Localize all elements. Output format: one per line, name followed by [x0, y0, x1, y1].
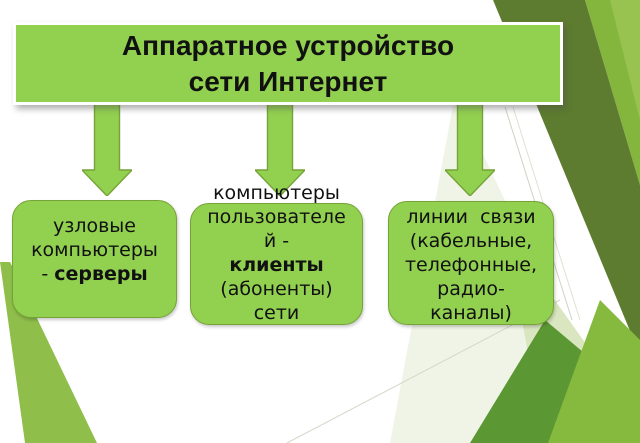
box-servers [12, 200, 177, 318]
box-links [388, 201, 554, 325]
box-clients [190, 203, 363, 325]
down-arrow-icon-clients [255, 104, 305, 196]
down-arrow-icon-servers [82, 104, 132, 196]
bg-right-band [548, 300, 640, 443]
box-links-text: линии связи(кабельные,телефонные,радио-к… [404, 206, 538, 324]
bg-light-corner [610, 0, 640, 120]
down-arrow-icon-links [445, 104, 495, 196]
